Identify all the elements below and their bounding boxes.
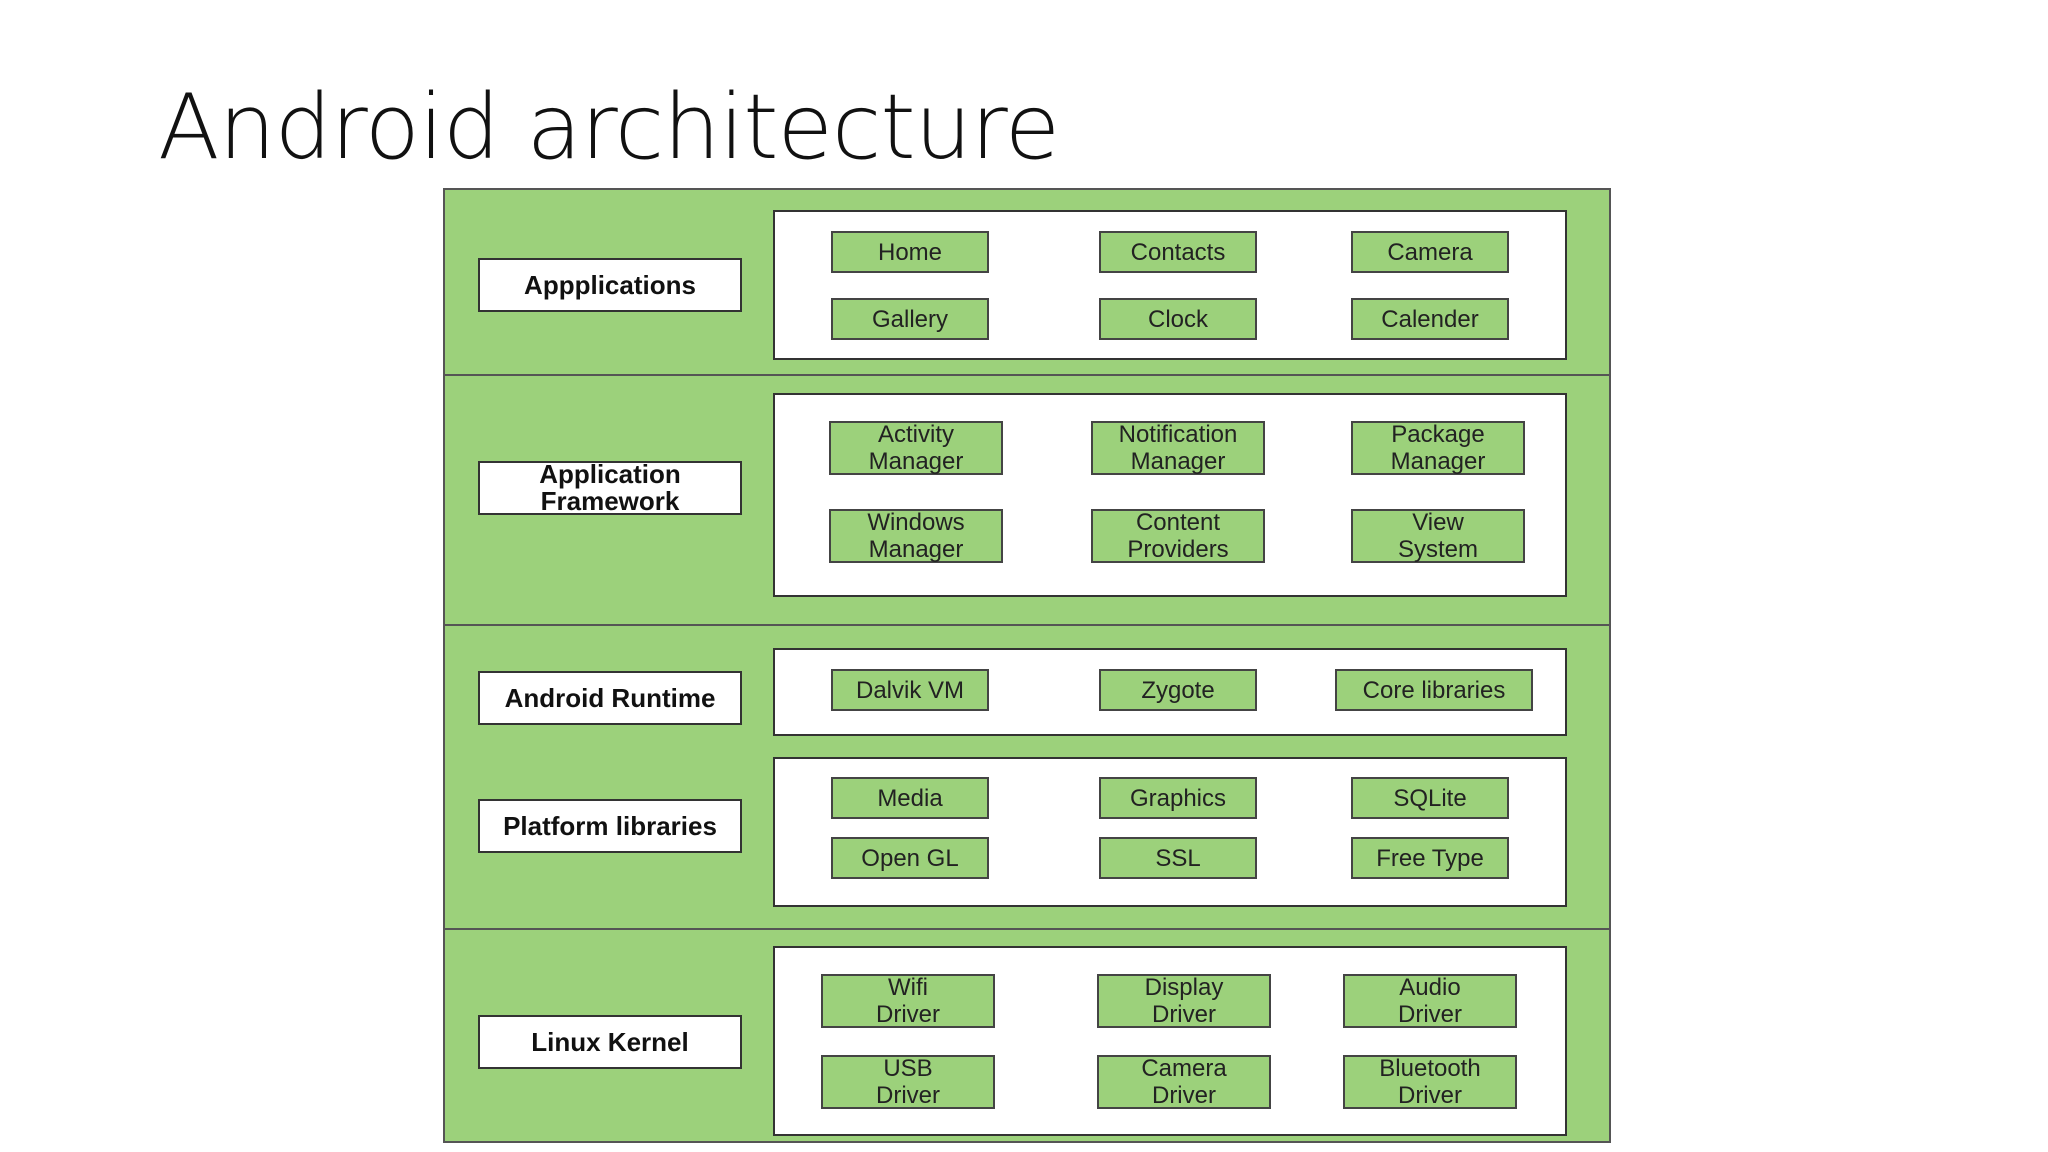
component-home: Home <box>831 231 989 273</box>
panel-framework: Activity Manager Notification Manager Pa… <box>773 393 1567 597</box>
component-audio-driver: Audio Driver <box>1343 974 1517 1028</box>
component-zygote: Zygote <box>1099 669 1257 711</box>
component-package-manager: Package Manager <box>1351 421 1525 475</box>
panel-runtime: Dalvik VM Zygote Core libraries <box>773 648 1567 736</box>
component-sqlite: SQLite <box>1351 777 1509 819</box>
slide-title: Android architecture <box>158 75 1060 180</box>
component-display-driver: Display Driver <box>1097 974 1271 1028</box>
component-wifi-driver: Wifi Driver <box>821 974 995 1028</box>
band-separator <box>445 624 1609 626</box>
panel-kernel: Wifi Driver Display Driver Audio Driver … <box>773 946 1567 1136</box>
layer-label-kernel: Linux Kernel <box>478 1015 742 1069</box>
component-free-type: Free Type <box>1351 837 1509 879</box>
component-view-system: View System <box>1351 509 1525 563</box>
component-gallery: Gallery <box>831 298 989 340</box>
component-dalvik-vm: Dalvik VM <box>831 669 989 711</box>
component-activity-manager: Activity Manager <box>829 421 1003 475</box>
component-graphics: Graphics <box>1099 777 1257 819</box>
component-clock: Clock <box>1099 298 1257 340</box>
architecture-diagram: Appplications Home Contacts Camera Galle… <box>443 188 1611 1143</box>
component-core-libraries: Core libraries <box>1335 669 1533 711</box>
component-notification-manager: Notification Manager <box>1091 421 1265 475</box>
component-content-providers: Content Providers <box>1091 509 1265 563</box>
component-usb-driver: USB Driver <box>821 1055 995 1109</box>
component-ssl: SSL <box>1099 837 1257 879</box>
layer-label-runtime: Android Runtime <box>478 671 742 725</box>
component-open-gl: Open GL <box>831 837 989 879</box>
panel-platform: Media Graphics SQLite Open GL SSL Free T… <box>773 757 1567 907</box>
layer-label-framework: Application Framework <box>478 461 742 515</box>
band-separator <box>445 928 1609 930</box>
component-bluetooth-driver: Bluetooth Driver <box>1343 1055 1517 1109</box>
component-media: Media <box>831 777 989 819</box>
component-camera-driver: Camera Driver <box>1097 1055 1271 1109</box>
layer-label-applications: Appplications <box>478 258 742 312</box>
component-windows-manager: Windows Manager <box>829 509 1003 563</box>
panel-applications: Home Contacts Camera Gallery Clock Calen… <box>773 210 1567 360</box>
band-separator <box>445 374 1609 376</box>
component-calender: Calender <box>1351 298 1509 340</box>
layer-label-platform: Platform libraries <box>478 799 742 853</box>
component-camera: Camera <box>1351 231 1509 273</box>
component-contacts: Contacts <box>1099 231 1257 273</box>
